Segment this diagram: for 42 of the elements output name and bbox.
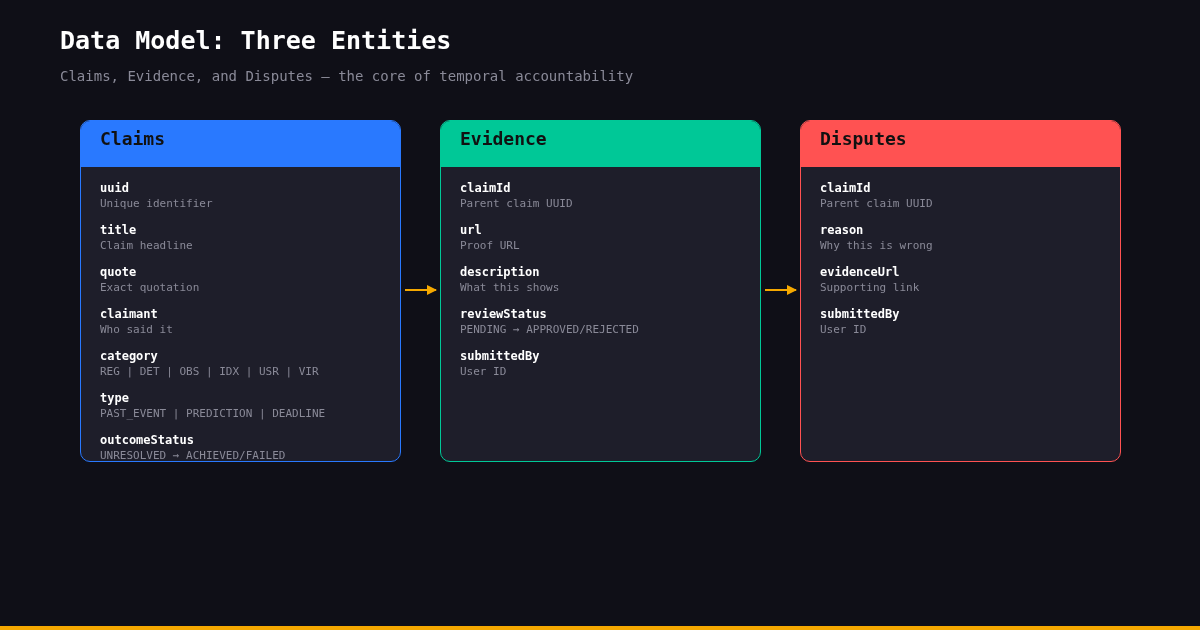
field-name: type: [100, 391, 130, 406]
field-name: outcomeStatus: [100, 433, 195, 448]
field-name: claimId: [820, 181, 872, 196]
field-description: PAST_EVENT | PREDICTION | DEADLINE: [100, 407, 327, 421]
field-name: description: [460, 265, 541, 280]
field-description: Claim headline: [100, 239, 194, 253]
field-description: Exact quotation: [100, 281, 201, 295]
field-description: UNRESOLVED → ACHIEVED/FAILED: [100, 449, 287, 461]
arrow: [404, 285, 437, 295]
field-description: User ID: [460, 365, 508, 379]
field-description: Parent claim UUID: [460, 197, 574, 211]
entity-table: [80, 120, 401, 462]
field-description: REG | DET | OBS | IDX | USR | VIR: [100, 365, 320, 379]
field-description: Who said it: [100, 323, 174, 337]
entity-table: [800, 120, 1121, 462]
field-description: PENDING → APPROVED/REJECTED: [460, 323, 640, 337]
field-name: submittedBy: [460, 349, 541, 364]
field-description: Why this is wrong: [820, 239, 934, 253]
field-name: category: [100, 349, 159, 364]
field-description: Supporting link: [820, 281, 921, 295]
field-name: uuid: [100, 181, 130, 196]
field-name: reason: [820, 223, 865, 238]
diagram-subtitle: Claims, Evidence, and Disputes — the core of temporal accountability: [60, 68, 634, 84]
table-header: Disputes: [801, 121, 1120, 167]
field-description: Parent claim UUID: [820, 197, 934, 211]
field-name: claimant: [100, 307, 159, 322]
diagram-title: Data Model: Three Entities: [60, 26, 452, 55]
field-name: claimId: [460, 181, 512, 196]
field-description: User ID: [820, 323, 868, 337]
field-name: submittedBy: [820, 307, 901, 322]
arrow: [764, 285, 797, 295]
field-description: Unique identifier: [100, 197, 214, 211]
table-header: Claims: [81, 121, 400, 167]
field-name: evidenceUrl: [820, 265, 901, 280]
table-header: Evidence: [441, 121, 760, 167]
field-name: reviewStatus: [460, 307, 548, 322]
field-name: title: [100, 223, 138, 238]
field-name: quote: [100, 265, 138, 280]
field-description: What this shows: [460, 281, 561, 295]
field-name: url: [460, 223, 483, 238]
field-description: Proof URL: [460, 239, 521, 253]
entity-table: [440, 120, 761, 462]
